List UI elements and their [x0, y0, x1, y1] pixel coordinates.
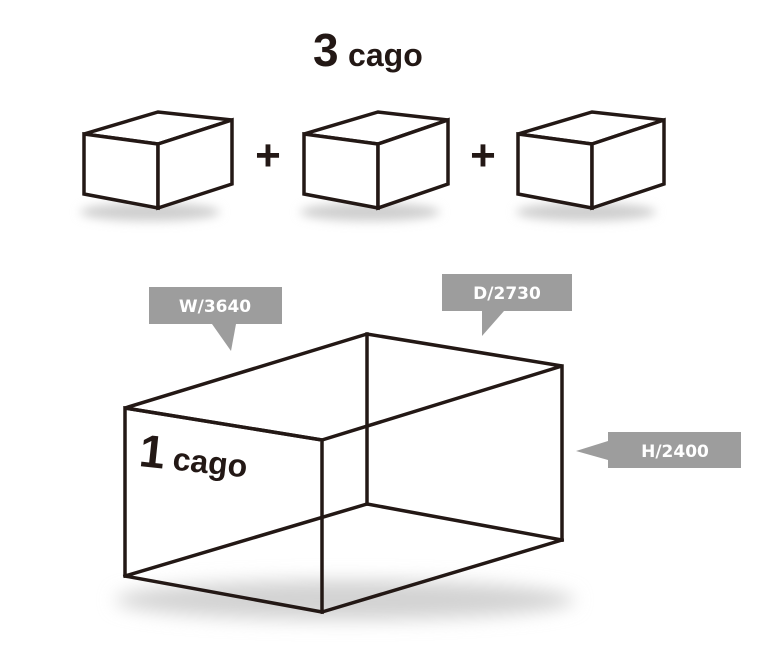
small-box-1-shadow [80, 203, 220, 221]
width-tag: W/3640 [149, 287, 282, 351]
large-container-wireframe [122, 332, 565, 615]
width-tag-text: W/3640 [179, 297, 251, 317]
top-headline-unit: cago [348, 37, 423, 73]
depth-tag: D/2730 [442, 274, 572, 336]
plus-operator-2: + [470, 131, 496, 180]
height-tag: H/2400 [576, 432, 741, 468]
small-box-1 [80, 110, 234, 221]
small-box-2-shadow [300, 203, 440, 221]
plus-operator-1: + [255, 131, 281, 180]
top-headline-number: 3 [313, 24, 339, 76]
container-label-number: 1 [137, 424, 168, 478]
small-box-3 [516, 110, 666, 221]
small-box-3-shadow [516, 203, 656, 221]
large-container-shadow [115, 580, 575, 620]
height-tag-text: H/2400 [641, 442, 709, 462]
large-container [115, 332, 575, 620]
depth-tag-text: D/2730 [473, 284, 541, 304]
container-label: 1 cago [137, 424, 251, 487]
small-box-2 [300, 110, 450, 221]
container-label-unit: cago [171, 441, 249, 485]
top-headline: 3 cago [313, 24, 423, 76]
